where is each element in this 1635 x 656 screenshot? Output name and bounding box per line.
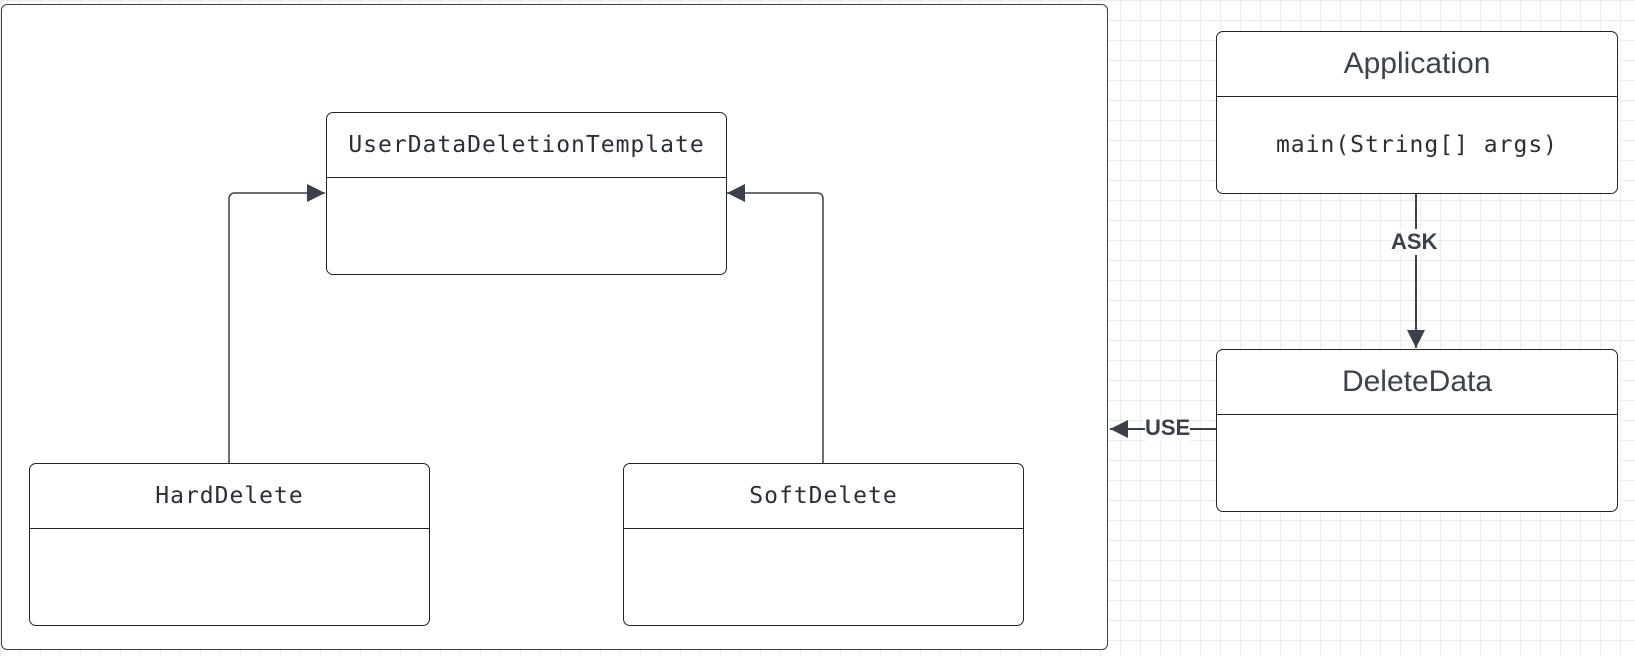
template-class-box[interactable]: UserDataDeletionTemplate <box>326 112 727 275</box>
application-class-name: Application <box>1217 32 1617 97</box>
template-class-body <box>327 177 726 274</box>
soft-delete-class-name: SoftDelete <box>624 464 1023 529</box>
hard-delete-class-name: HardDelete <box>30 464 429 529</box>
delete-data-class-body <box>1217 414 1617 511</box>
soft-delete-class-box[interactable]: SoftDelete <box>623 463 1024 626</box>
template-class-name: UserDataDeletionTemplate <box>327 113 726 178</box>
application-main-method: main(String[] args) <box>1275 131 1559 158</box>
hard-delete-class-body <box>30 528 429 625</box>
hard-delete-class-box[interactable]: HardDelete <box>29 463 430 626</box>
delete-data-class-box[interactable]: DeleteData <box>1216 349 1618 512</box>
hard-to-template-arrow[interactable] <box>228 184 325 463</box>
soft-delete-class-body <box>624 528 1023 625</box>
ask-label: ASK <box>1391 229 1438 255</box>
delete-data-class-name: DeleteData <box>1217 350 1617 415</box>
soft-to-template-arrow[interactable] <box>727 184 824 463</box>
use-label: USE <box>1145 415 1191 441</box>
application-class-box[interactable]: Application main(String[] args) <box>1216 31 1618 194</box>
